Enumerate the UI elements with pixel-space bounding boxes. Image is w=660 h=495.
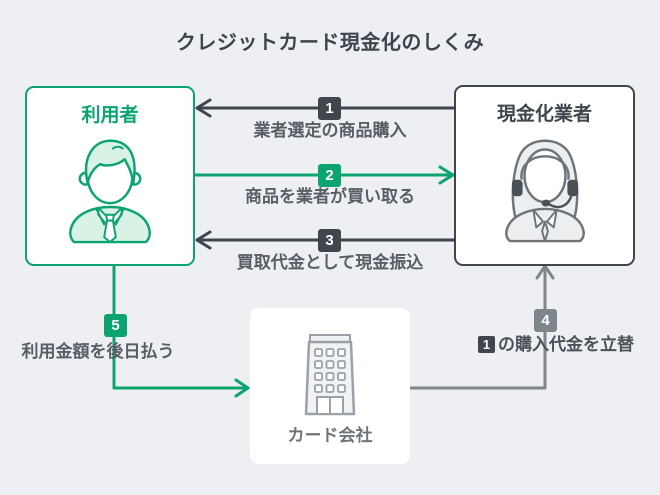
- call-operator-icon: [504, 139, 585, 243]
- step2-label: 商品を業者が買い取る: [245, 187, 415, 206]
- step1-label: 業者選定の商品購入: [253, 121, 407, 140]
- vendor-label: 現金化業者: [496, 104, 592, 125]
- card-company-box: カード会社: [250, 308, 410, 464]
- diagram-title: クレジットカード現金化のしくみ: [175, 32, 485, 54]
- step4-label-text: の購入代金を立替: [498, 335, 634, 354]
- step5-label: 利用金額を後日払う: [21, 342, 175, 361]
- card-company-label: カード会社: [287, 426, 373, 445]
- businessman-icon: [69, 139, 151, 244]
- step5-arrow: [112, 265, 250, 398]
- step3-badge: 3: [318, 229, 341, 252]
- step4-arrow: [409, 264, 555, 390]
- vendor-box: 現金化業者: [454, 85, 635, 266]
- step2-badge: 2: [318, 164, 341, 187]
- step1-ref-badge: 1: [478, 336, 495, 353]
- step5-badge: 5: [104, 314, 127, 337]
- step4-badge: 4: [534, 309, 557, 332]
- user-label: 利用者: [81, 105, 139, 126]
- step3-label: 買取代金として現金振込: [236, 253, 424, 272]
- step1-badge: 1: [318, 97, 341, 120]
- user-box: 利用者: [25, 86, 195, 266]
- building-icon: [304, 334, 356, 416]
